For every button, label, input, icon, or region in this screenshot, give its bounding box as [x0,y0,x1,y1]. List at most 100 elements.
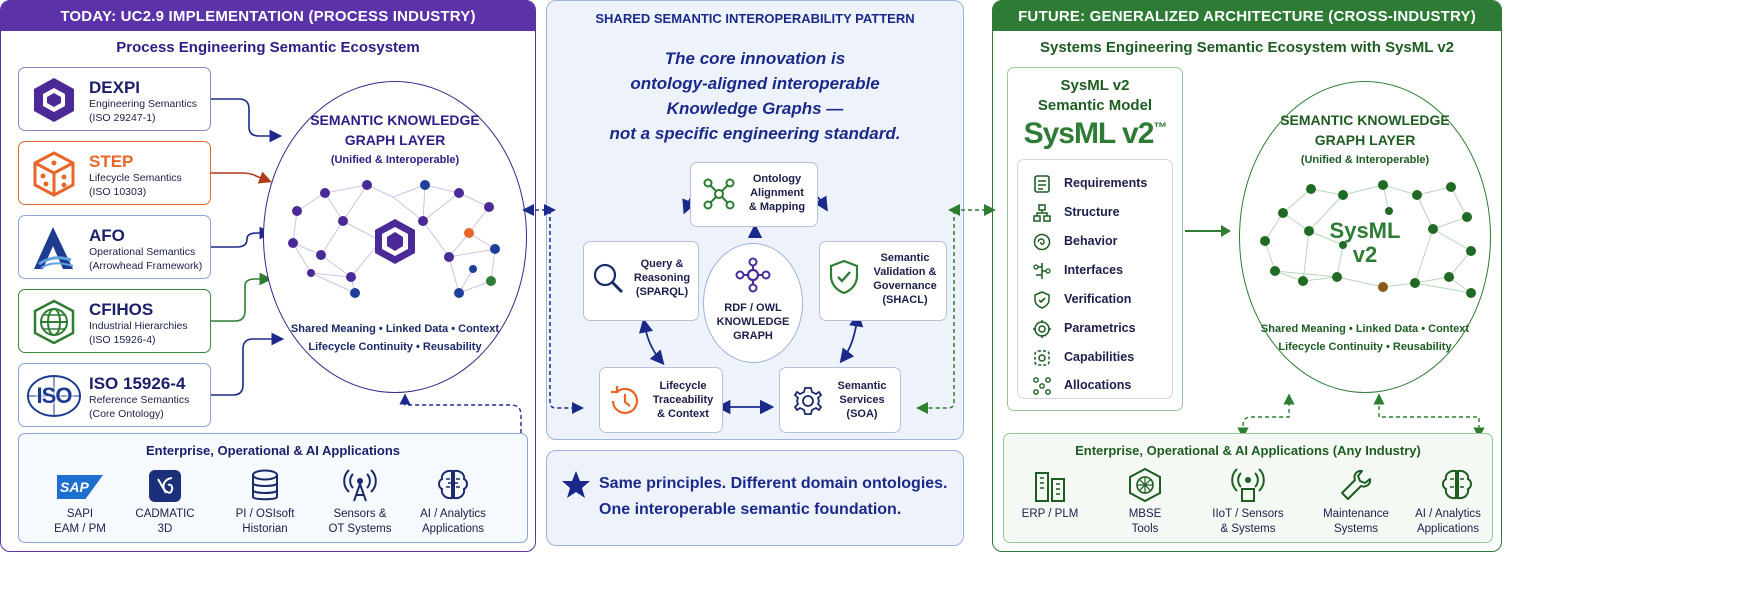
wrench-icon[interactable] [1338,467,1374,503]
lifecycle-label: Lifecycle Traceability & Context [645,379,721,421]
parametrics-icon [1033,320,1051,338]
node-line: & Mapping [748,201,806,213]
core-quote: The core innovation is ontology-aligned … [547,46,963,146]
quote-line: not a specific engineering standard. [609,124,901,143]
app-line1: AI / Analytics [1415,508,1481,520]
sysml-item: Structure [1064,205,1120,219]
allocations-icon [1033,377,1051,395]
app-line1: Sensors & [333,508,387,520]
quote-line: The core innovation is [664,49,846,68]
kg-title-line1: SEMANTIC KNOWLEDGE [1280,112,1450,128]
node-semantic-services[interactable] [779,367,901,433]
node-line: (SPARQL) [635,286,689,298]
standard-card-iso15926[interactable]: ISO ISO 15926-4 Reference Semantics (Cor… [18,363,211,427]
app-line2: & Systems [1220,523,1276,535]
standard-iso: (Core Ontology) [89,408,164,420]
node-ontology-alignment[interactable] [690,162,818,227]
sap-logo-icon[interactable]: SAP [57,475,103,499]
app-line2: Applications [1416,523,1479,535]
quote-line: ontology-aligned interoperable [630,74,880,93]
services-label: Semantic Services (SOA) [827,379,897,421]
standard-card-dexpi[interactable]: DEXPI Engineering Semantics (ISO 29247-1… [18,67,211,131]
ontology-label: Ontology Alignment & Mapping [741,172,813,214]
sysml-title-line1: SysML v2 [1060,77,1130,94]
app-line2: 3D [157,523,173,535]
ontology-network-icon [703,178,735,210]
quote-line: Knowledge Graphs — [666,99,844,118]
left-panel: TODAY: UC2.9 IMPLEMENTATION (PROCESS IND… [0,0,536,552]
kg-center-line: v2 [1352,242,1378,267]
app-line2: EAM / PM [54,523,106,535]
app-line1: Maintenance [1323,508,1389,520]
node-line: Services [839,394,885,406]
shield-check-icon [829,259,859,295]
interfaces-icon [1033,263,1051,279]
standard-desc: Operational Semantics [89,246,196,258]
buildings-icon[interactable] [1033,469,1067,503]
standard-card-step[interactable]: STEP Lifecycle Semantics (ISO 10303) [18,141,211,205]
kg-subtitle: (Unified & Interoperable) [330,154,460,166]
kg-title-line2: GRAPH LAYER [344,132,446,148]
structure-icon [1033,204,1051,222]
kg-title-line1: SEMANTIC KNOWLEDGE [310,112,480,128]
node-query-reasoning[interactable] [583,241,699,321]
kg-center-line: SysML [1329,218,1401,243]
kg-footer-line1: Shared Meaning • Linked Data • Context [290,323,500,335]
left-subtitle: Process Engineering Semantic Ecosystem [116,39,420,56]
node-lifecycle-traceability[interactable] [599,367,723,433]
mbse-hex-network-icon[interactable] [1127,467,1163,503]
kg-to-apps-arrows [1237,393,1485,439]
center-line: RDF / OWL [724,302,782,314]
standard-desc: Reference Semantics [89,394,190,406]
sensor-antenna-icon[interactable] [342,467,378,503]
iso-logo-icon: ISO [25,374,83,418]
kg-circle-right [1239,81,1491,393]
cadmatic-icon[interactable] [148,469,182,503]
inter-panel-arrows [522,204,996,414]
node-line: Traceability [652,394,714,406]
iso-logo-text: ISO [36,383,73,408]
node-line: Semantic [837,380,887,392]
node-line: Ontology [752,173,802,185]
app-line2: Historian [242,523,288,535]
capabilities-icon [1034,350,1050,366]
standards-connectors [211,98,522,433]
standard-card-cfihos[interactable]: CFIHOS Industrial Hierarchies (ISO 15926… [18,289,211,353]
standard-name: AFO [89,226,125,245]
sysml-logo: SysML v2™ [1007,117,1183,151]
database-icon[interactable] [249,469,281,503]
center-kg-label: RDF / OWL KNOWLEDGE GRAPH [703,301,803,343]
kg-subtitle: (Unified & Interoperable) [1300,154,1430,166]
app-line1: AI / Analytics [420,508,486,520]
requirements-icon [1034,175,1050,193]
right-header: FUTURE: GENERALIZED ARCHITECTURE (CROSS-… [993,1,1501,31]
hexagon-icon [34,78,74,122]
center-line: KNOWLEDGE [716,316,790,328]
kg-network-left [288,180,500,298]
brain-ai-icon[interactable] [1439,467,1475,503]
standard-name: ISO 15926-4 [89,374,186,393]
right-panel: FUTURE: GENERALIZED ARCHITECTURE (CROSS-… [992,0,1502,552]
standard-iso: (Arrowhead Framework) [89,260,203,272]
iiot-antenna-icon[interactable] [1230,467,1266,503]
right-subtitle: Systems Engineering Semantic Ecosystem w… [1039,39,1455,56]
kg-network-right [1260,180,1476,298]
standard-iso: (ISO 15926-4) [89,334,156,346]
rdf-owl-kg-circle [703,243,803,363]
app-line2: OT Systems [328,523,392,535]
middle-panel: SHARED SEMANTIC INTEROPERABILITY PATTERN… [546,0,964,440]
apps-box-left: Enterprise, Operational & AI Application… [18,433,528,543]
sysml-item: Requirements [1064,176,1148,190]
app-label-erp: ERP / PLM [995,507,1105,522]
app-line2: Tools [1131,523,1159,535]
standard-card-afo[interactable]: AFO Operational Semantics (Arrowhead Fra… [18,215,211,279]
sysml-item: Capabilities [1064,350,1135,364]
standard-iso: (ISO 29247-1) [89,112,156,124]
brain-ai-icon[interactable] [435,467,471,503]
principle-box: Same principles. Different domain ontolo… [546,450,964,546]
